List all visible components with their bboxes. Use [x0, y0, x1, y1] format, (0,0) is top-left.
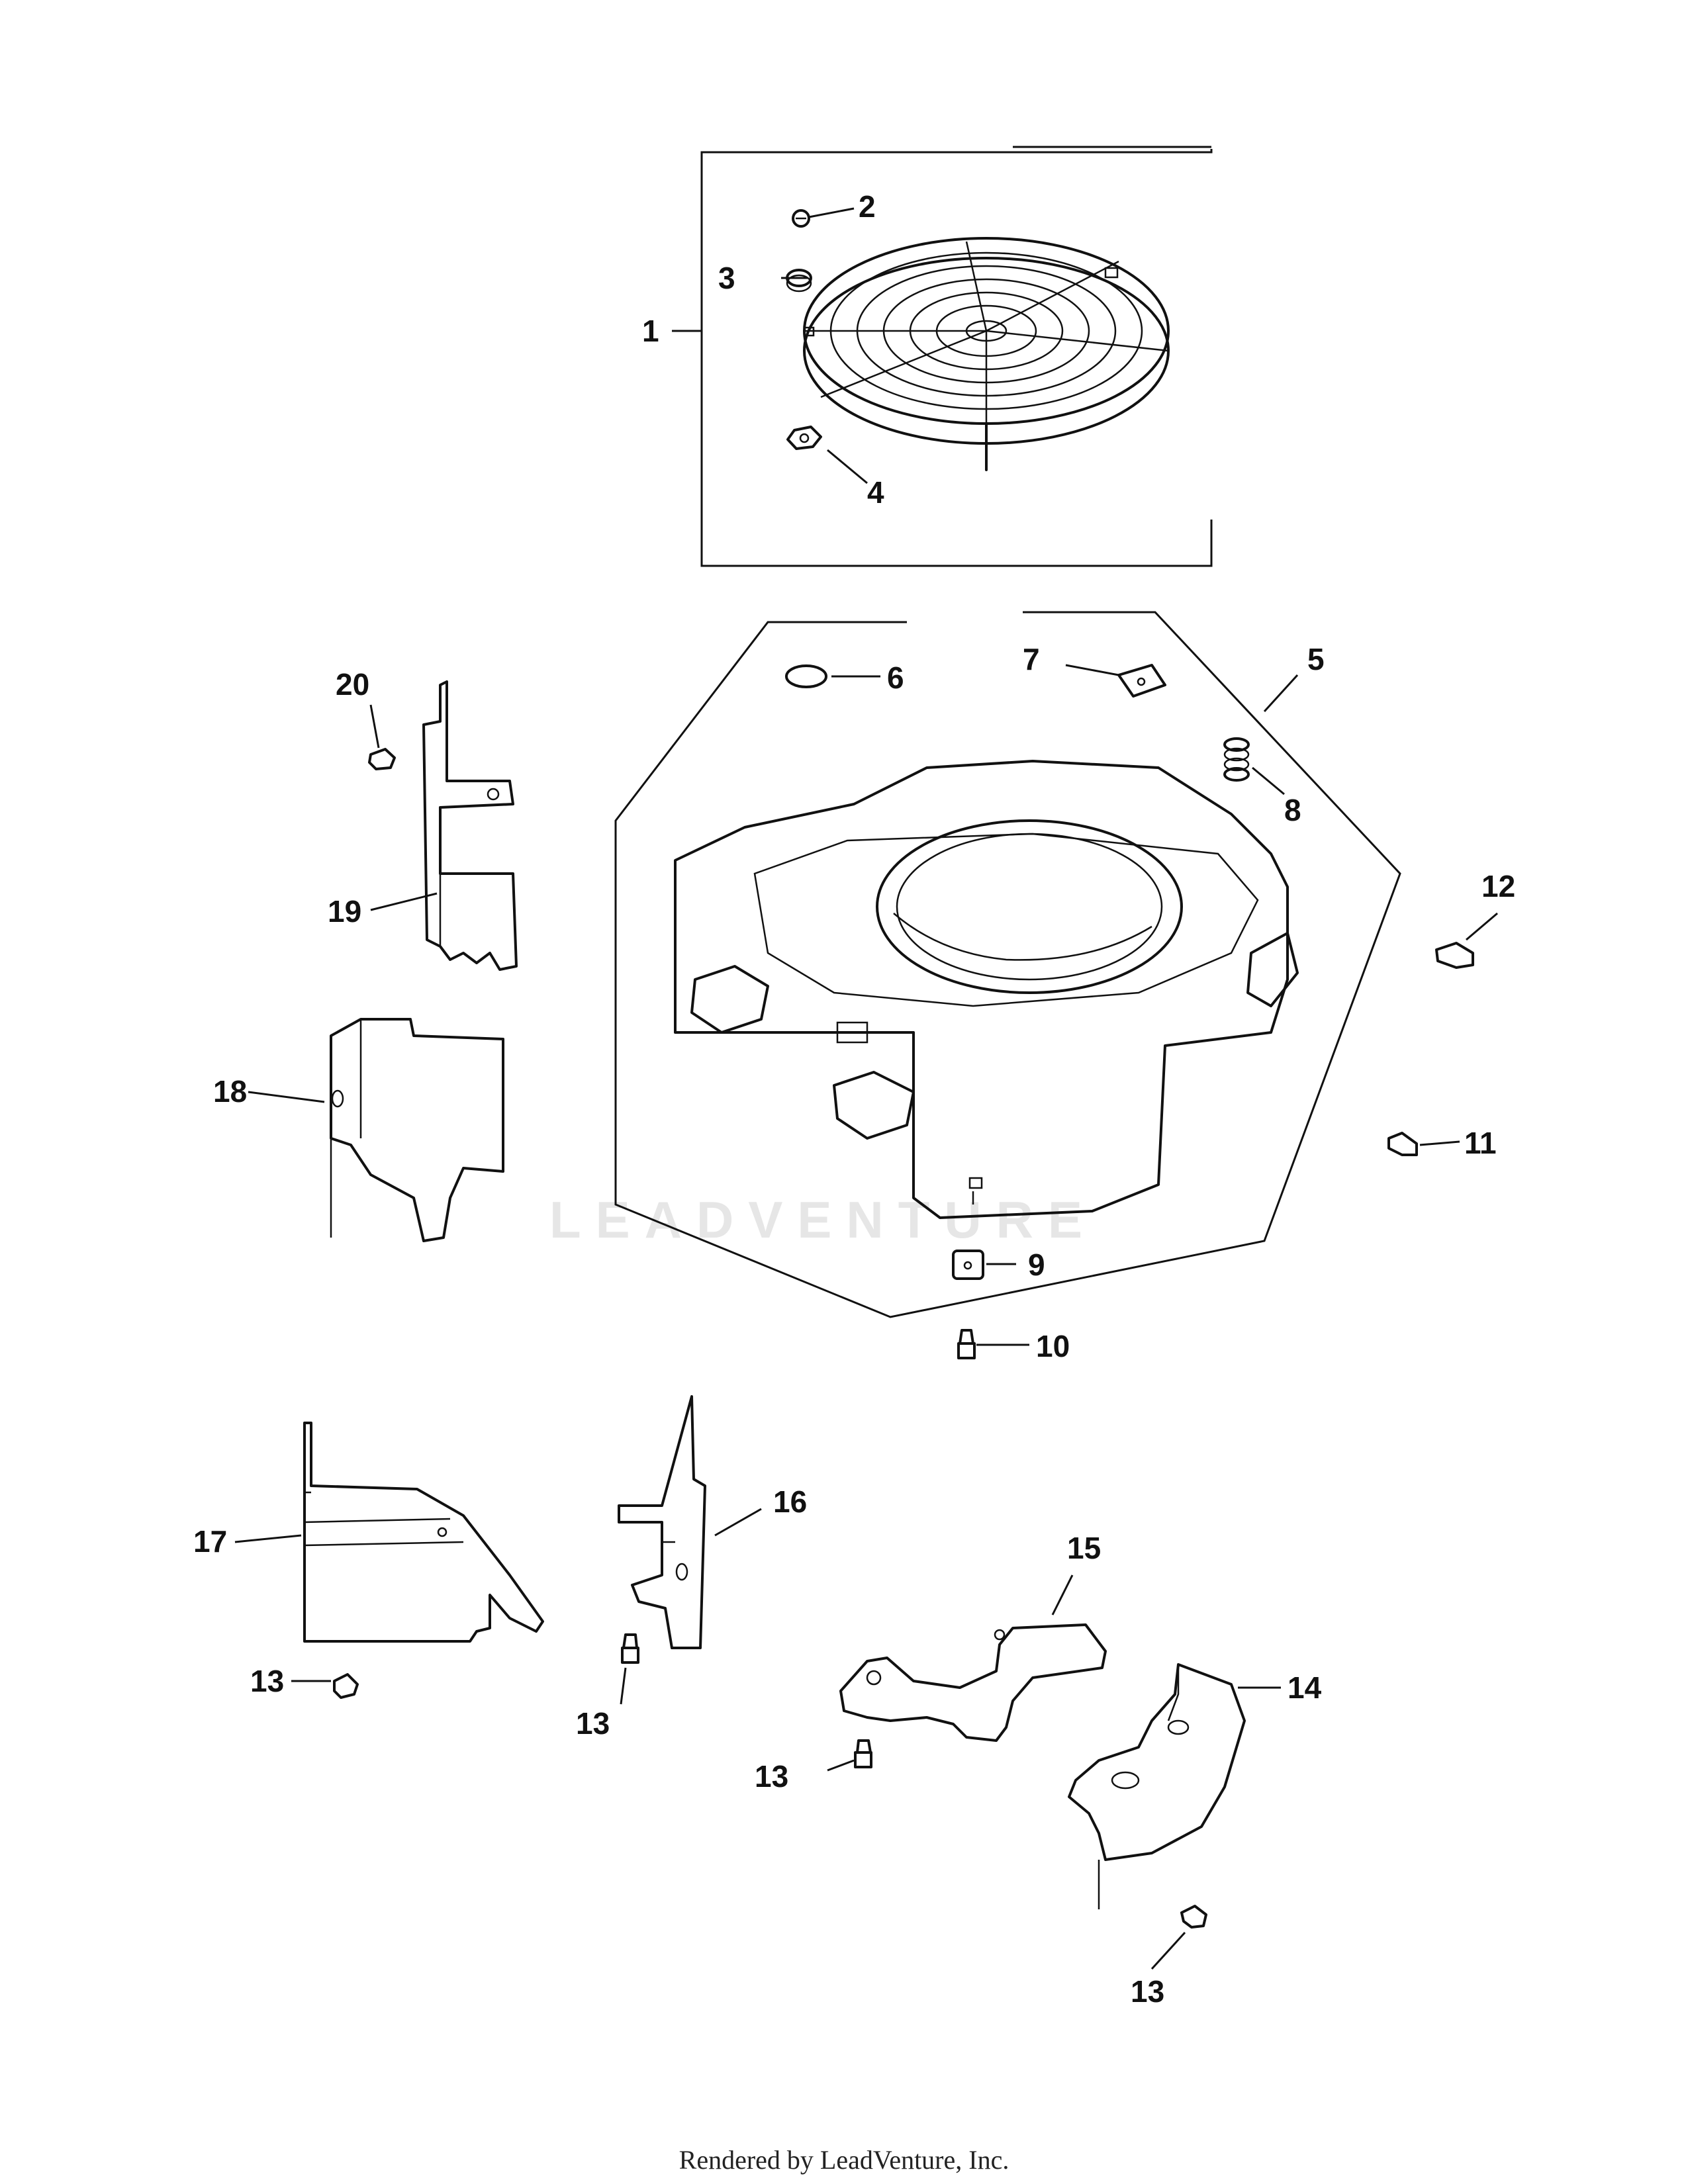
callout-5: 5: [1307, 642, 1325, 676]
callout-18: 18: [213, 1074, 247, 1109]
leader-lines: [234, 207, 1498, 1970]
callout-3: 3: [718, 261, 735, 295]
screw-part-13-c[interactable]: [854, 1739, 872, 1768]
callout-17: 17: [193, 1524, 227, 1559]
callout-12: 12: [1481, 869, 1515, 903]
blower-housing-part[interactable]: [674, 760, 1299, 1219]
screw-part-11[interactable]: [1387, 1132, 1418, 1156]
screw-part-2[interactable]: [792, 209, 810, 228]
nut-part-4[interactable]: [786, 426, 822, 450]
callout-13-a: 13: [250, 1664, 284, 1698]
callout-16: 16: [773, 1484, 807, 1519]
callout-14: 14: [1288, 1670, 1322, 1705]
shield-part-14[interactable]: [1068, 1663, 1246, 1909]
callout-1: 1: [642, 314, 659, 348]
screw-part-12[interactable]: [1435, 942, 1474, 969]
plug-part-6[interactable]: [785, 664, 827, 688]
baffle-part-18[interactable]: [330, 1018, 504, 1242]
callout-10: 10: [1036, 1329, 1070, 1363]
rendered-by-footer: Rendered by LeadVenture, Inc.: [679, 2145, 1009, 2175]
callout-9: 9: [1028, 1248, 1045, 1282]
clip-part-7[interactable]: [1117, 664, 1166, 698]
grille-screen-part[interactable]: [803, 237, 1170, 471]
callout-20: 20: [336, 667, 369, 702]
callout-11: 11: [1464, 1126, 1497, 1160]
spacer-part-3[interactable]: [786, 269, 812, 293]
grille-assembly-frame: [700, 146, 1213, 567]
screw-part-13-d[interactable]: [1180, 1905, 1207, 1929]
callout-labels: 1 2 3 4 5 6 7 8 9 10 11 12 13 13 13 13 1…: [193, 189, 1515, 2009]
screw-part-10[interactable]: [957, 1329, 976, 1359]
nut-clip-part-9[interactable]: [952, 1250, 984, 1280]
callout-6: 6: [887, 660, 904, 695]
screw-part-13-b[interactable]: [621, 1633, 639, 1664]
spring-part-8[interactable]: [1223, 737, 1250, 782]
callout-19: 19: [328, 894, 361, 929]
callout-15: 15: [1067, 1531, 1101, 1565]
callout-13-b: 13: [576, 1706, 610, 1741]
callout-8: 8: [1284, 793, 1301, 827]
blower-housing-frame: [614, 611, 1401, 1318]
screw-part-13-a[interactable]: [333, 1673, 359, 1699]
screw-part-20[interactable]: [368, 748, 396, 770]
watermark-text: LEADVENTURE: [549, 1191, 1097, 1249]
callout-2: 2: [859, 189, 876, 224]
baffle-part-16[interactable]: [618, 1395, 706, 1649]
callout-13-d: 13: [1131, 1974, 1164, 2009]
shroud-part-17[interactable]: [303, 1422, 544, 1643]
callout-7: 7: [1023, 642, 1040, 676]
bracket-part-15[interactable]: [839, 1623, 1107, 1742]
baffle-part-19[interactable]: [422, 680, 518, 971]
callout-4: 4: [867, 475, 884, 510]
callout-13-c: 13: [755, 1759, 788, 1794]
